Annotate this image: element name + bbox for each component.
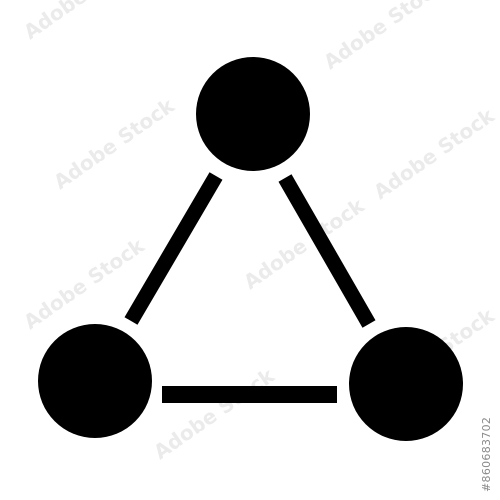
node-bottom-left bbox=[38, 324, 152, 438]
edge-bottom bbox=[162, 386, 337, 403]
svg-text:Adobe Stock: Adobe Stock bbox=[149, 363, 279, 464]
svg-text:Adobe Stock: Adobe Stock bbox=[49, 93, 179, 194]
edge-top-left bbox=[124, 172, 223, 325]
network-graph bbox=[38, 57, 463, 441]
node-top bbox=[196, 57, 310, 171]
stock-id-label: #860683702 bbox=[480, 416, 493, 492]
node-bottom-right bbox=[349, 327, 463, 441]
svg-text:Adobe Stock: Adobe Stock bbox=[319, 0, 449, 74]
edge-top-right bbox=[278, 174, 376, 328]
svg-text:Adobe Stock: Adobe Stock bbox=[369, 103, 499, 204]
svg-text:Adobe Stock: Adobe Stock bbox=[19, 0, 149, 44]
